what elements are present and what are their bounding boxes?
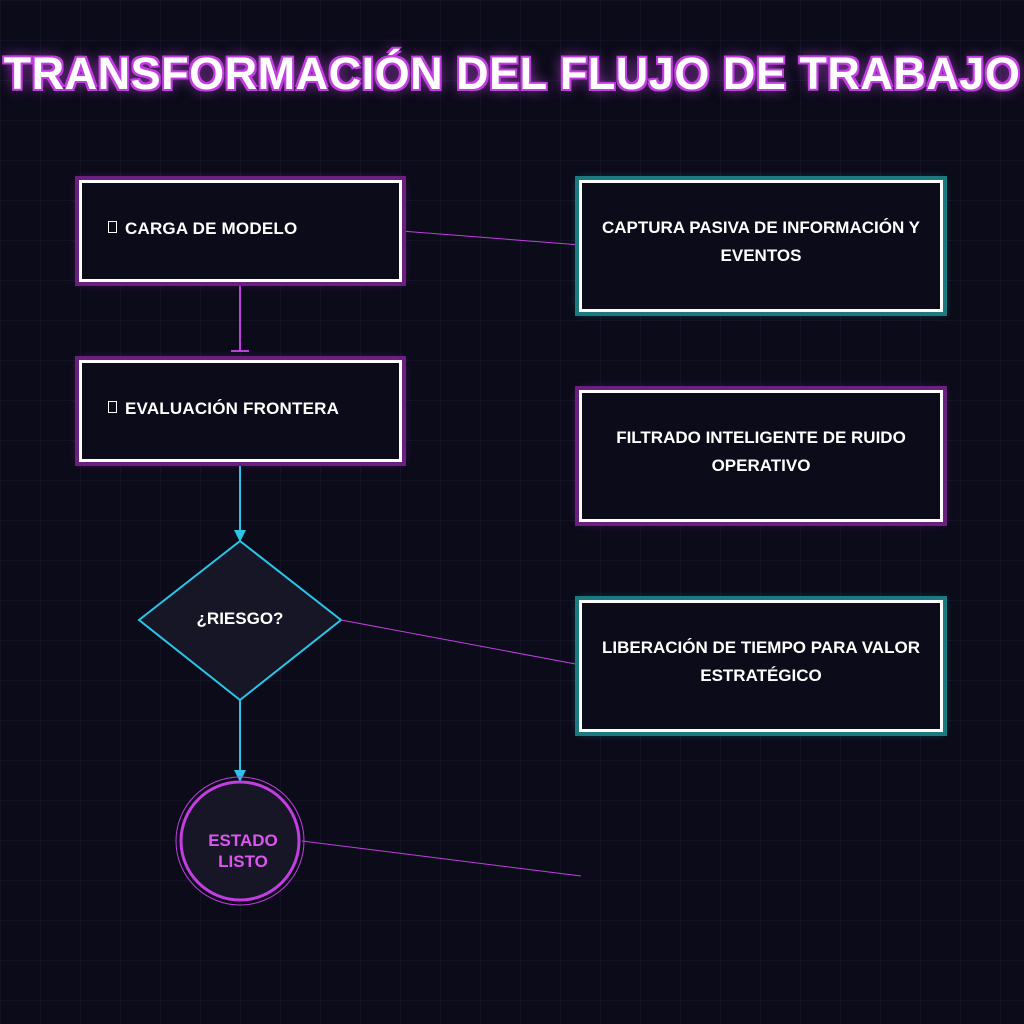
terminal-circle: [179, 780, 301, 902]
diagram-title: TRANSFORMACIÓN DEL FLUJO DE TRABAJO: [3, 48, 1021, 99]
link-step1-benefit1: [400, 230, 582, 246]
benefit-passive-capture-label: CAPTURA PASIVA DE INFORMACIÓN Y EVENTOS: [602, 218, 920, 265]
step-frontier-evaluation-label: EVALUACIÓN FRONTERA: [125, 399, 340, 418]
step-frontier-evaluation: EVALUACIÓN FRONTERA: [79, 360, 402, 462]
decision-label: ¿RIESGO?: [196, 609, 284, 628]
benefit-noise-filtering-label: FILTRADO INTELIGENTE DE RUIDO OPERATIVO: [616, 428, 906, 475]
terminal-label: ESTADO LISTO: [208, 831, 278, 871]
benefit-passive-capture: CAPTURA PASIVA DE INFORMACIÓN Y EVENTOS: [579, 180, 943, 312]
benefit-noise-filtering: FILTRADO INTELIGENTE DE RUIDO OPERATIVO: [579, 390, 943, 522]
benefit-time-release: LIBERACIÓN DE TIEMPO PARA VALOR ESTRATÉG…: [579, 600, 943, 732]
link-decision-benefit3: [340, 619, 582, 666]
benefit-time-release-label: LIBERACIÓN DE TIEMPO PARA VALOR ESTRATÉG…: [602, 638, 920, 685]
link-terminal-empty: [301, 840, 582, 877]
step-load-model-label: CARGA DE MODELO: [125, 219, 298, 238]
box-glyph-icon: [108, 401, 117, 413]
step-load-model: CARGA DE MODELO: [79, 180, 402, 282]
box-glyph-icon: [108, 221, 117, 233]
